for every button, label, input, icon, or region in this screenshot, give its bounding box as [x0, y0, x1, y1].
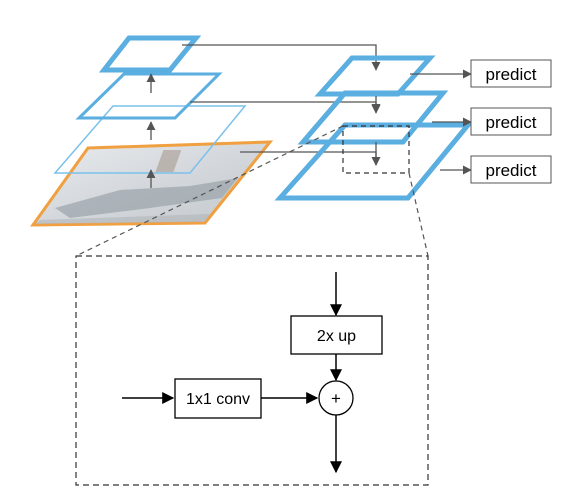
image-water-shape [35, 214, 210, 224]
top-down-level-2 [297, 90, 449, 145]
predict-label-1: predict [485, 65, 536, 84]
image-boat-shape [55, 178, 238, 218]
conv-box [174, 378, 262, 419]
merge-block-frame [75, 255, 429, 486]
image-figure-shape [155, 150, 182, 172]
top-down-level-3 [314, 55, 436, 97]
zoom-line-left [75, 125, 344, 257]
lateral-arrow-mid [190, 101, 381, 114]
predict-box-1 [470, 59, 552, 88]
predict-box-2 [470, 107, 552, 136]
merge-block: 2x up 1x1 conv + [122, 272, 383, 474]
bottom-up-pyramid [30, 35, 274, 227]
feature-level-3 [98, 35, 202, 73]
feature-level-2 [75, 72, 223, 120]
predict-label-2: predict [485, 113, 536, 132]
predict-outputs: predict predict predict [410, 59, 552, 184]
lateral-arrow-top [182, 44, 381, 71]
add-symbol: + [331, 389, 341, 408]
upsample-label: 2x up [317, 328, 356, 345]
zoom-callout [75, 125, 429, 486]
conv-label: 1x1 conv [186, 391, 250, 408]
zoom-source-box [342, 125, 410, 174]
predict-label-3: predict [485, 161, 536, 180]
feature-level-1 [53, 105, 247, 174]
top-down-level-1 [274, 122, 474, 201]
predict-box-3 [470, 155, 552, 184]
top-down-pyramid [274, 55, 474, 201]
